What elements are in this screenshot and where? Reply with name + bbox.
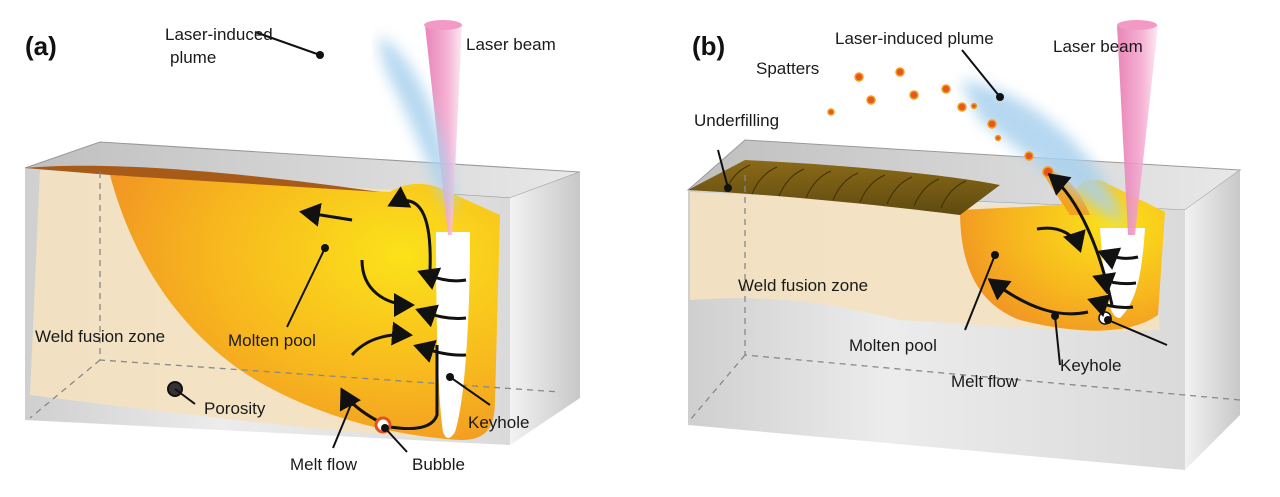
weld-bead-surface xyxy=(25,165,380,192)
spatter-droplet xyxy=(854,72,864,82)
leader-line xyxy=(717,149,729,189)
label-porosity: Porosity xyxy=(204,399,266,418)
label-plume-line2: plume xyxy=(170,48,216,67)
label-molten-pool: Molten pool xyxy=(849,336,937,355)
leader-line xyxy=(1107,319,1168,346)
label-melt-flow: Melt flow xyxy=(290,455,358,474)
workpiece-side-face xyxy=(1185,170,1240,470)
panel-b: (b) xyxy=(686,20,1242,470)
leader-line xyxy=(174,388,196,405)
melt-flow-arrow xyxy=(1036,226,1086,253)
melt-flow-arrow xyxy=(413,339,467,363)
label-keyhole: Keyhole xyxy=(468,413,529,432)
laser-induced-plume xyxy=(379,35,455,215)
hidden-edge xyxy=(29,359,101,419)
melt-flow-arrow xyxy=(1092,272,1137,295)
laser-beam-top xyxy=(1117,20,1157,30)
spatter-droplet xyxy=(957,102,967,112)
label-spatters: Spatters xyxy=(756,59,819,78)
melt-flow-arrow xyxy=(387,186,432,271)
melt-flow-arrow xyxy=(1087,294,1134,318)
laser-beam xyxy=(425,25,462,235)
bead-ripples xyxy=(724,164,967,209)
spatter-droplet xyxy=(895,67,905,77)
laser-beam-top xyxy=(424,20,462,30)
label-plume: Laser-induced plume xyxy=(835,29,994,48)
spatter-droplet xyxy=(970,102,978,110)
label-weld-fusion-zone: Weld fusion zone xyxy=(35,327,165,346)
molten-pool xyxy=(110,175,500,440)
melt-flow-arrow xyxy=(417,267,467,290)
hidden-edge xyxy=(689,354,746,421)
spatter-droplet xyxy=(866,95,876,105)
keyhole xyxy=(436,232,470,438)
label-melt-flow: Melt flow xyxy=(951,372,1019,391)
spatter-droplet xyxy=(1024,151,1034,161)
leader-line xyxy=(286,247,326,328)
label-bubble: Bubble xyxy=(412,455,465,474)
spatter-droplet xyxy=(941,84,951,94)
label-molten-pool: Molten pool xyxy=(228,331,316,350)
leader-line xyxy=(254,31,321,56)
melt-flow-arrow xyxy=(299,202,353,227)
leader-line xyxy=(449,376,491,406)
label-underfilling: Underfilling xyxy=(694,111,779,130)
leader-line xyxy=(384,427,408,453)
melt-flow-arrow xyxy=(360,259,415,317)
melt-flow-arrow xyxy=(1097,247,1139,270)
panel-b-label: (b) xyxy=(692,31,725,61)
label-weld-fusion-zone: Weld fusion zone xyxy=(738,276,868,295)
melt-flow-arrow xyxy=(987,278,1089,316)
panel-a: (a) xyxy=(24,20,581,474)
melt-flow-arrow xyxy=(350,321,413,357)
spatter-droplet xyxy=(994,134,1002,142)
laser-induced-plume xyxy=(960,80,1125,225)
melt-flow-arrow xyxy=(415,304,467,328)
laser-beam xyxy=(1117,25,1158,235)
spatter-droplet xyxy=(827,108,835,116)
leader-line xyxy=(964,254,996,331)
spatter-droplet xyxy=(909,90,919,100)
panel-a-label: (a) xyxy=(25,31,57,61)
leader-line xyxy=(961,49,1001,98)
leader-line xyxy=(332,401,353,449)
spatter-droplet xyxy=(987,119,997,129)
label-keyhole: Keyhole xyxy=(1060,356,1121,375)
label-laser-beam: Laser beam xyxy=(1053,37,1143,56)
workpiece-side-face xyxy=(510,172,580,445)
label-plume-line1: Laser-induced xyxy=(165,25,273,44)
leader-line xyxy=(1054,315,1061,366)
label-laser-beam: Laser beam xyxy=(466,35,556,54)
